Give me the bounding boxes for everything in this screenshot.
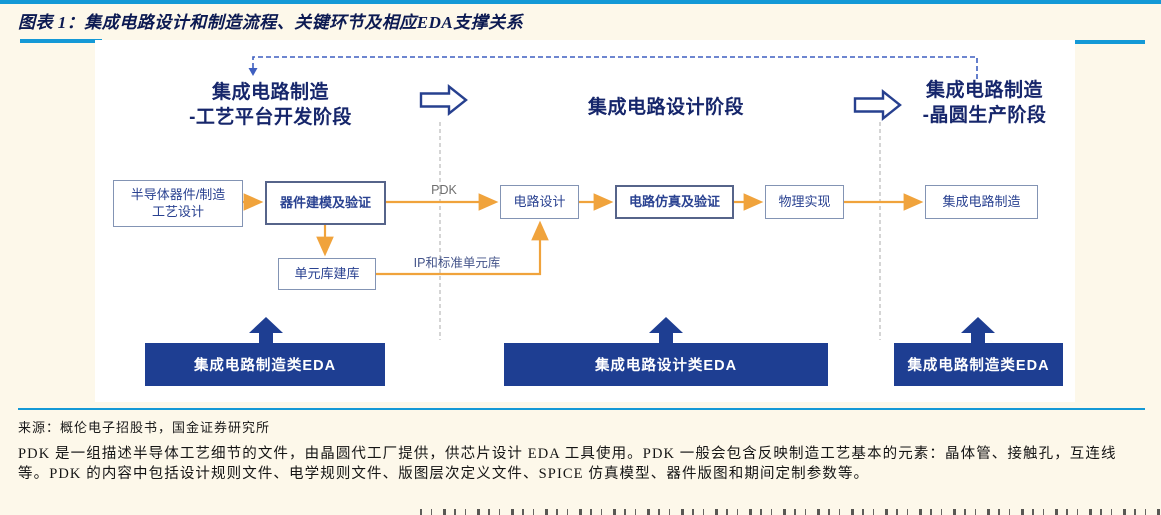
- title-underline-left: [20, 39, 102, 43]
- flow-box-circuit-design: 电路设计: [500, 185, 579, 219]
- stage-header-line: -工艺平台开发阶段: [189, 107, 352, 128]
- clipped-bottom-text-tops: [420, 509, 1161, 515]
- top-rule: [0, 0, 1161, 4]
- flow-box-label: 电路仿真及验证: [628, 193, 720, 209]
- flow-box-label: 器件建模及验证: [279, 194, 371, 210]
- flow-box-cell-library: 单元库建库: [278, 258, 376, 290]
- flow-box-device-modeling: 器件建模及验证: [265, 181, 386, 225]
- pdk-note-line-1: PDK 是一组描述半导体工艺细节的文件，由晶圆代工厂提供，供芯片设计 EDA 工…: [18, 446, 1117, 462]
- flow-box-label: 半导体器件/制造: [130, 186, 226, 202]
- footer-rule: [18, 408, 1145, 410]
- eda-bar-manufacturing-left: 集成电路制造类EDA: [145, 343, 385, 386]
- stage-header-process-platform: 集成电路制造 -工艺平台开发阶段: [168, 80, 373, 130]
- flow-box-label: 单元库建库: [294, 265, 360, 281]
- eda-bar-label: 集成电路制造类EDA: [193, 358, 337, 374]
- eda-bar-label: 集成电路制造类EDA: [907, 358, 1050, 374]
- stage-header-line: 集成电路制造: [925, 80, 1043, 101]
- eda-bar-label: 集成电路设计类EDA: [594, 358, 738, 374]
- title-underline-right: [1074, 40, 1145, 44]
- stage-header-line: 集成电路设计阶段: [587, 97, 744, 118]
- flow-box-label: 集成电路制造: [942, 193, 1021, 209]
- stage-header-line: -晶圆生产阶段: [922, 105, 1047, 126]
- edge-label-pdk: PDK: [431, 183, 457, 197]
- stage-header-wafer-production: 集成电路制造 -晶圆生产阶段: [897, 78, 1072, 128]
- flow-box-ic-manufacturing: 集成电路制造: [925, 185, 1038, 219]
- figure-title: 图表 1：集成电路设计和制造流程、关键环节及相应EDA支撑关系: [18, 13, 524, 32]
- pdk-note-paragraph: PDK 是一组描述半导体工艺细节的文件，由晶圆代工厂提供，供芯片设计 EDA 工…: [18, 444, 1148, 484]
- flow-box-circuit-simulation: 电路仿真及验证: [615, 185, 734, 219]
- flow-box-label: 工艺设计: [151, 203, 204, 219]
- pdk-note-line-2: 等。PDK 的内容中包括设计规则文件、电学规则文件、版图层次定义文件、SPICE…: [18, 466, 870, 482]
- eda-bar-design: 集成电路设计类EDA: [504, 343, 828, 386]
- stage-header-design: 集成电路设计阶段: [566, 95, 766, 120]
- stage-header-line: 集成电路制造: [211, 82, 329, 103]
- flow-box-physical-implementation: 物理实现: [765, 185, 844, 219]
- source-line: 来源：概伦电子招股书，国金证券研究所: [18, 420, 271, 435]
- flow-box-label: 物理实现: [778, 193, 831, 209]
- flow-box-semiconductor-process: 半导体器件/制造 工艺设计: [113, 180, 243, 227]
- edge-label-ip-std-cell-lib: IP和标准单元库: [413, 256, 501, 270]
- flow-box-label: 电路设计: [513, 193, 566, 209]
- eda-bar-manufacturing-right: 集成电路制造类EDA: [894, 343, 1063, 386]
